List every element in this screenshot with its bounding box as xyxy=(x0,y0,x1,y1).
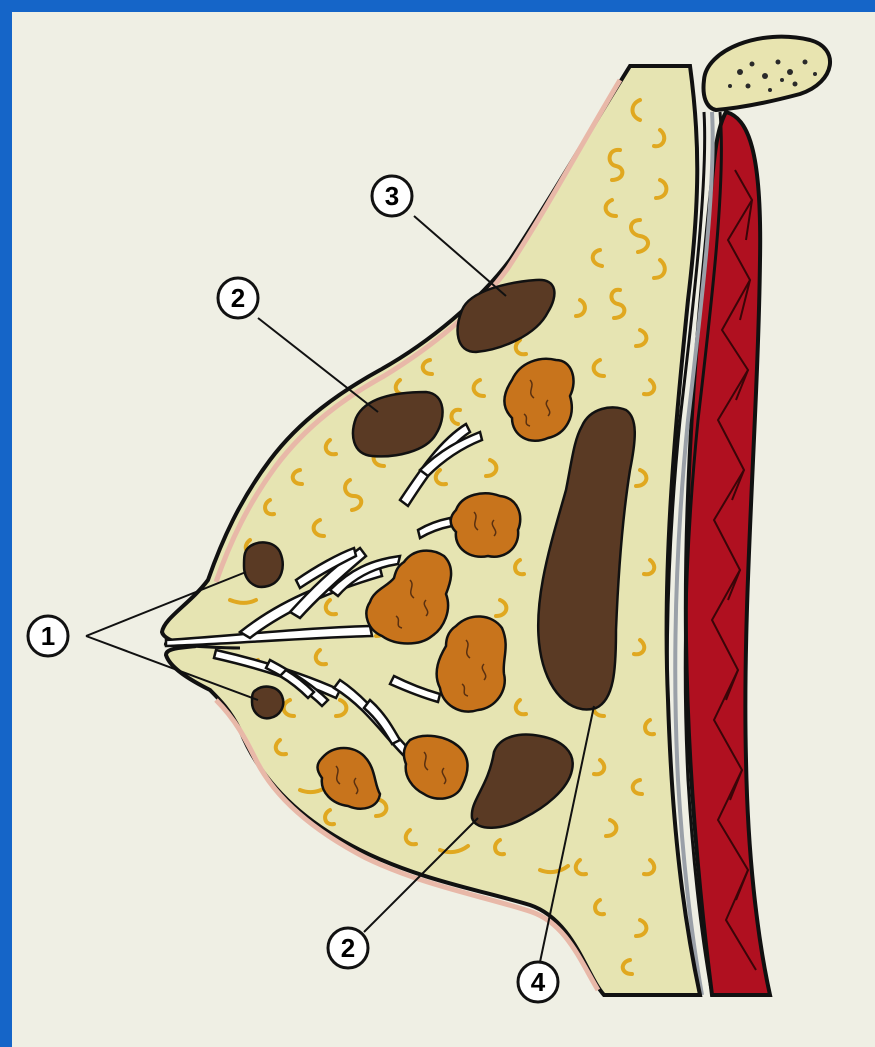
callout-4: 4 xyxy=(518,962,558,1002)
callout-4-label: 4 xyxy=(531,967,546,997)
rib-cross-section xyxy=(704,37,831,110)
callout-1-label: 1 xyxy=(41,621,55,651)
lobule-2 xyxy=(451,493,521,556)
node-1-lower xyxy=(252,687,283,719)
callout-3: 3 xyxy=(372,176,412,216)
node-1-upper xyxy=(244,542,283,586)
callout-2-lower-label: 2 xyxy=(341,933,355,963)
leader-2-upper xyxy=(258,318,378,412)
callout-3-label: 3 xyxy=(385,181,399,211)
callout-2-upper-label: 2 xyxy=(231,283,245,313)
callout-1: 1 xyxy=(28,616,68,656)
leader-3 xyxy=(414,216,506,296)
callout-2-lower: 2 xyxy=(328,928,368,968)
callout-2-upper: 2 xyxy=(218,278,258,318)
